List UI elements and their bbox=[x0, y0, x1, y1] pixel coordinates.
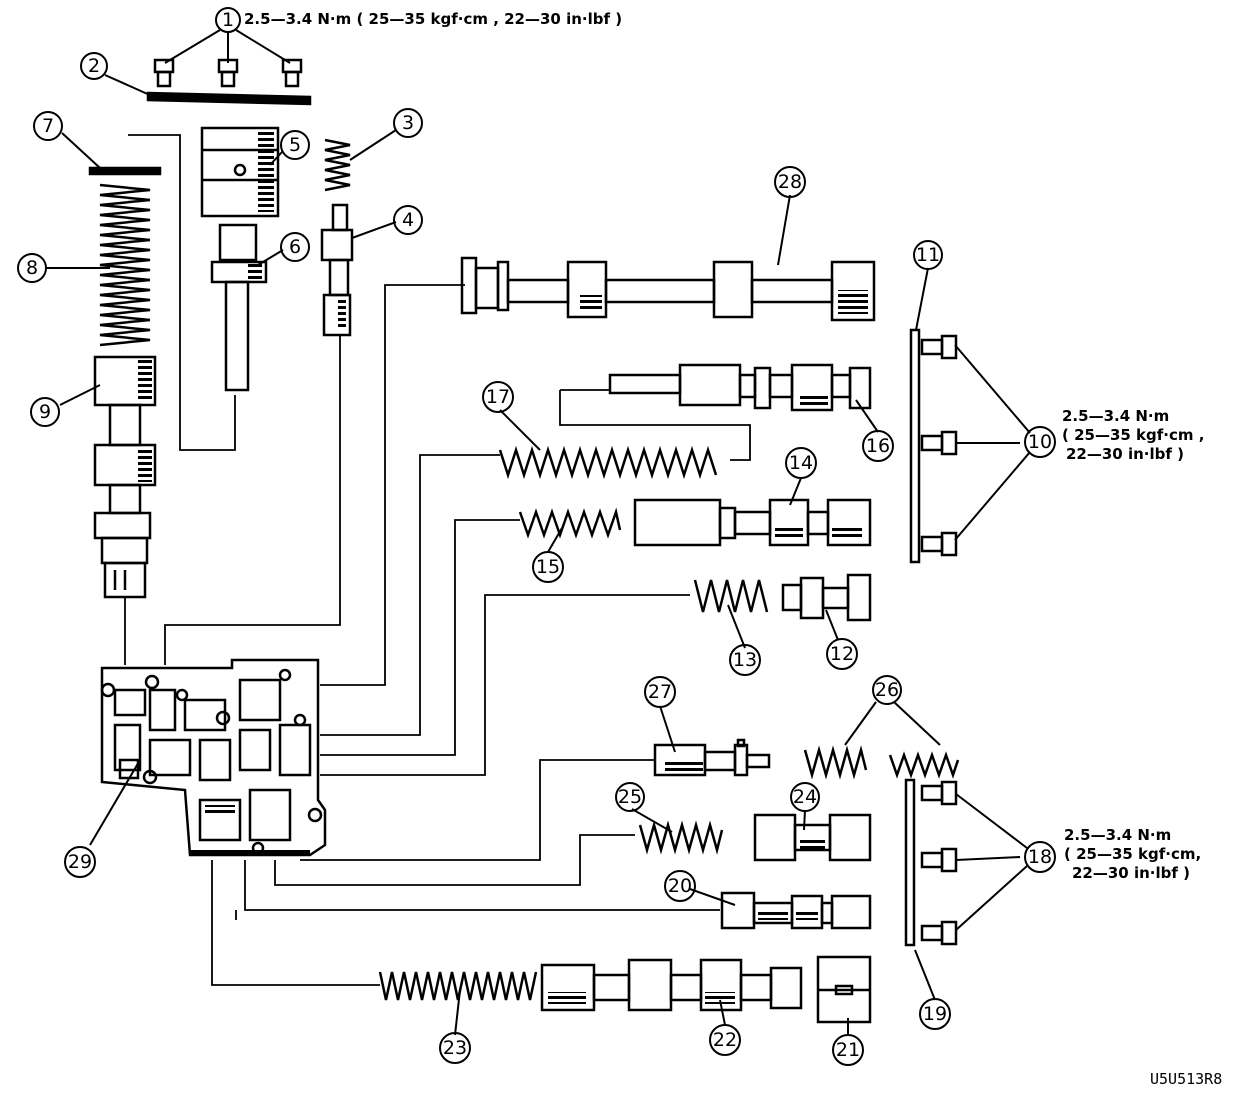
part-10-bolts bbox=[920, 334, 958, 557]
part-19-plate bbox=[904, 778, 916, 947]
part-4-plunger bbox=[320, 203, 354, 337]
torque-label-top: 2.5—3.4 N·m ( 25—35 kgf·cm , 22—30 in·lb… bbox=[244, 10, 623, 28]
callout-numbers: 1 2 3 4 5 6 7 8 9 10 11 12 13 14 15 16 1… bbox=[26, 9, 1052, 1061]
part-15-spring bbox=[518, 507, 622, 539]
part-29-valve-body bbox=[100, 658, 327, 857]
part-11-plate bbox=[909, 328, 921, 564]
routing-lines bbox=[124, 134, 751, 986]
part-27-valve bbox=[653, 738, 771, 777]
part-8-spring bbox=[99, 183, 151, 347]
callout-15: 15 bbox=[536, 556, 560, 578]
part-2-plate bbox=[146, 91, 312, 106]
callout-13: 13 bbox=[733, 649, 757, 671]
part-13-spring bbox=[693, 579, 769, 613]
callout-27: 27 bbox=[648, 681, 672, 703]
callout-28: 28 bbox=[778, 171, 802, 193]
callout-9: 9 bbox=[39, 401, 51, 423]
callout-3: 3 bbox=[402, 112, 414, 134]
callout-25: 25 bbox=[618, 786, 642, 808]
part-1-bolts bbox=[153, 58, 303, 88]
callout-21: 21 bbox=[836, 1039, 860, 1061]
callout-24: 24 bbox=[793, 786, 817, 808]
callout-26: 26 bbox=[875, 679, 899, 701]
part-7-retainer bbox=[88, 166, 162, 176]
figure-reference-code: U5U513R8 bbox=[1150, 1070, 1223, 1088]
part-5-sleeve bbox=[200, 126, 280, 218]
part-3-spring bbox=[324, 138, 351, 192]
torque-label-right-upper: 2.5—3.4 N·m ( 25—35 kgf·cm , 22—30 in·lb… bbox=[1062, 407, 1204, 464]
callout-18: 18 bbox=[1028, 846, 1052, 868]
torque-line-3: 22—30 in·lbf ) bbox=[1066, 445, 1184, 463]
part-9-valve bbox=[93, 355, 157, 599]
callout-5: 5 bbox=[289, 134, 301, 156]
callout-14: 14 bbox=[789, 452, 813, 474]
leader-lines bbox=[45, 29, 1031, 1036]
torque-line-2: ( 25—35 kgf·cm , bbox=[1062, 426, 1205, 444]
callout-16: 16 bbox=[866, 435, 890, 457]
callout-10: 10 bbox=[1028, 431, 1052, 453]
torque-label-right-lower: 2.5—3.4 N·m ( 25—35 kgf·cm, 22—30 in·lbf… bbox=[1064, 826, 1201, 883]
callout-2: 2 bbox=[88, 55, 100, 77]
callout-1: 1 bbox=[222, 9, 234, 31]
part-17-spring bbox=[498, 445, 718, 480]
callout-12: 12 bbox=[830, 643, 854, 665]
part-22-valve bbox=[540, 958, 803, 1012]
callout-4: 4 bbox=[402, 209, 414, 231]
part-16-valve bbox=[608, 363, 872, 412]
callout-22: 22 bbox=[713, 1029, 737, 1051]
torque-line-3: 22—30 in·lbf ) bbox=[1072, 864, 1190, 882]
callout-8: 8 bbox=[26, 257, 38, 279]
part-12-valve bbox=[781, 573, 872, 622]
part-23-spring bbox=[378, 971, 538, 1001]
torque-line-1: 2.5—3.4 N·m bbox=[1064, 826, 1172, 844]
callout-19: 19 bbox=[923, 1003, 947, 1025]
torque-line-1: 2.5—3.4 N·m bbox=[1062, 407, 1170, 425]
part-18-bolts bbox=[920, 780, 958, 946]
callout-circles bbox=[17, 7, 1056, 1066]
part-20-valve bbox=[720, 891, 872, 930]
part-26-springs bbox=[803, 745, 960, 780]
callout-20: 20 bbox=[668, 875, 692, 897]
callout-6: 6 bbox=[289, 236, 301, 258]
callout-23: 23 bbox=[443, 1037, 467, 1059]
part-25-spring bbox=[638, 820, 724, 855]
part-6-plunger bbox=[210, 223, 268, 392]
part-28-valve bbox=[460, 256, 876, 322]
part-14-valve bbox=[633, 498, 872, 547]
callout-11: 11 bbox=[916, 244, 940, 266]
torque-line-2: ( 25—35 kgf·cm, bbox=[1064, 845, 1202, 863]
callout-29: 29 bbox=[68, 851, 92, 873]
callout-17: 17 bbox=[486, 386, 510, 408]
part-24-valve bbox=[753, 813, 872, 862]
callout-7: 7 bbox=[42, 115, 54, 137]
part-21-sleeve bbox=[816, 955, 872, 1024]
